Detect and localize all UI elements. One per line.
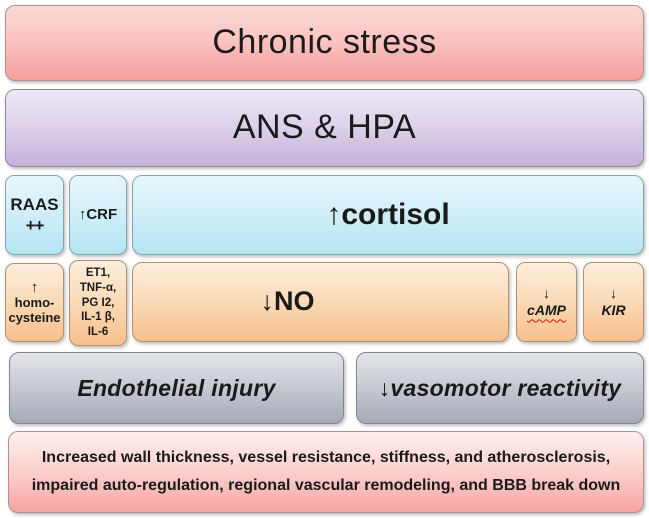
- cortisol-label: ↑cortisol: [326, 197, 450, 231]
- chronic-stress-box: Chronic stress: [5, 5, 644, 81]
- down-arrow-icon: ↓: [543, 284, 550, 301]
- outcome-box: Increased wall thickness, vessel resista…: [8, 431, 644, 513]
- raas-box: RAAS ++: [5, 175, 64, 255]
- inflammatory-mediators-box: ET1, TNF-α, PG I2, IL-1 β, IL-6: [69, 260, 127, 346]
- kir-label: KIR: [601, 302, 626, 319]
- homocysteine-box: ↑ homo- cysteine: [5, 263, 64, 342]
- mediator-il6-label: IL-6: [87, 326, 109, 339]
- homocysteine-label-line2: cysteine: [8, 310, 61, 326]
- crf-label: ↑CRF: [78, 206, 118, 224]
- mediator-pgi2-label: PG I2,: [81, 296, 115, 309]
- vasomotor-reactivity-box: ↓vasomotor reactivity: [356, 352, 644, 424]
- vasomotor-reactivity-label: ↓vasomotor reactivity: [378, 374, 622, 401]
- no-box: ↓NO: [132, 262, 509, 342]
- homocysteine-label-line1: homo-: [14, 295, 55, 311]
- ans-hpa-label: ANS & HPA: [232, 108, 417, 147]
- endothelial-injury-label: Endothelial injury: [77, 374, 276, 401]
- mediator-il1b-label: IL-1 β,: [81, 311, 115, 324]
- camp-box: ↓ cAMP: [516, 262, 577, 342]
- chronic-stress-label: Chronic stress: [212, 23, 437, 62]
- crf-box: ↑CRF: [69, 175, 127, 255]
- down-arrow-icon: ↓: [610, 284, 617, 301]
- raas-label: RAAS: [10, 194, 59, 214]
- camp-label: cAMP: [527, 302, 566, 319]
- cortisol-box: ↑cortisol: [132, 175, 644, 255]
- raas-plus-plus-label: ++: [25, 215, 45, 235]
- outcome-label-line1: Increased wall thickness, vessel resista…: [41, 449, 611, 467]
- endothelial-injury-box: Endothelial injury: [9, 352, 344, 424]
- no-label: ↓NO: [260, 286, 315, 317]
- ans-hpa-box: ANS & HPA: [5, 89, 644, 167]
- mediator-tnf-label: TNF-α,: [79, 281, 117, 294]
- up-arrow-icon: ↑: [30, 278, 39, 296]
- mediator-et1-label: ET1,: [85, 267, 111, 280]
- outcome-label-line2: impaired auto-regulation, regional vascu…: [31, 477, 621, 494]
- kir-box: ↓ KIR: [583, 262, 644, 342]
